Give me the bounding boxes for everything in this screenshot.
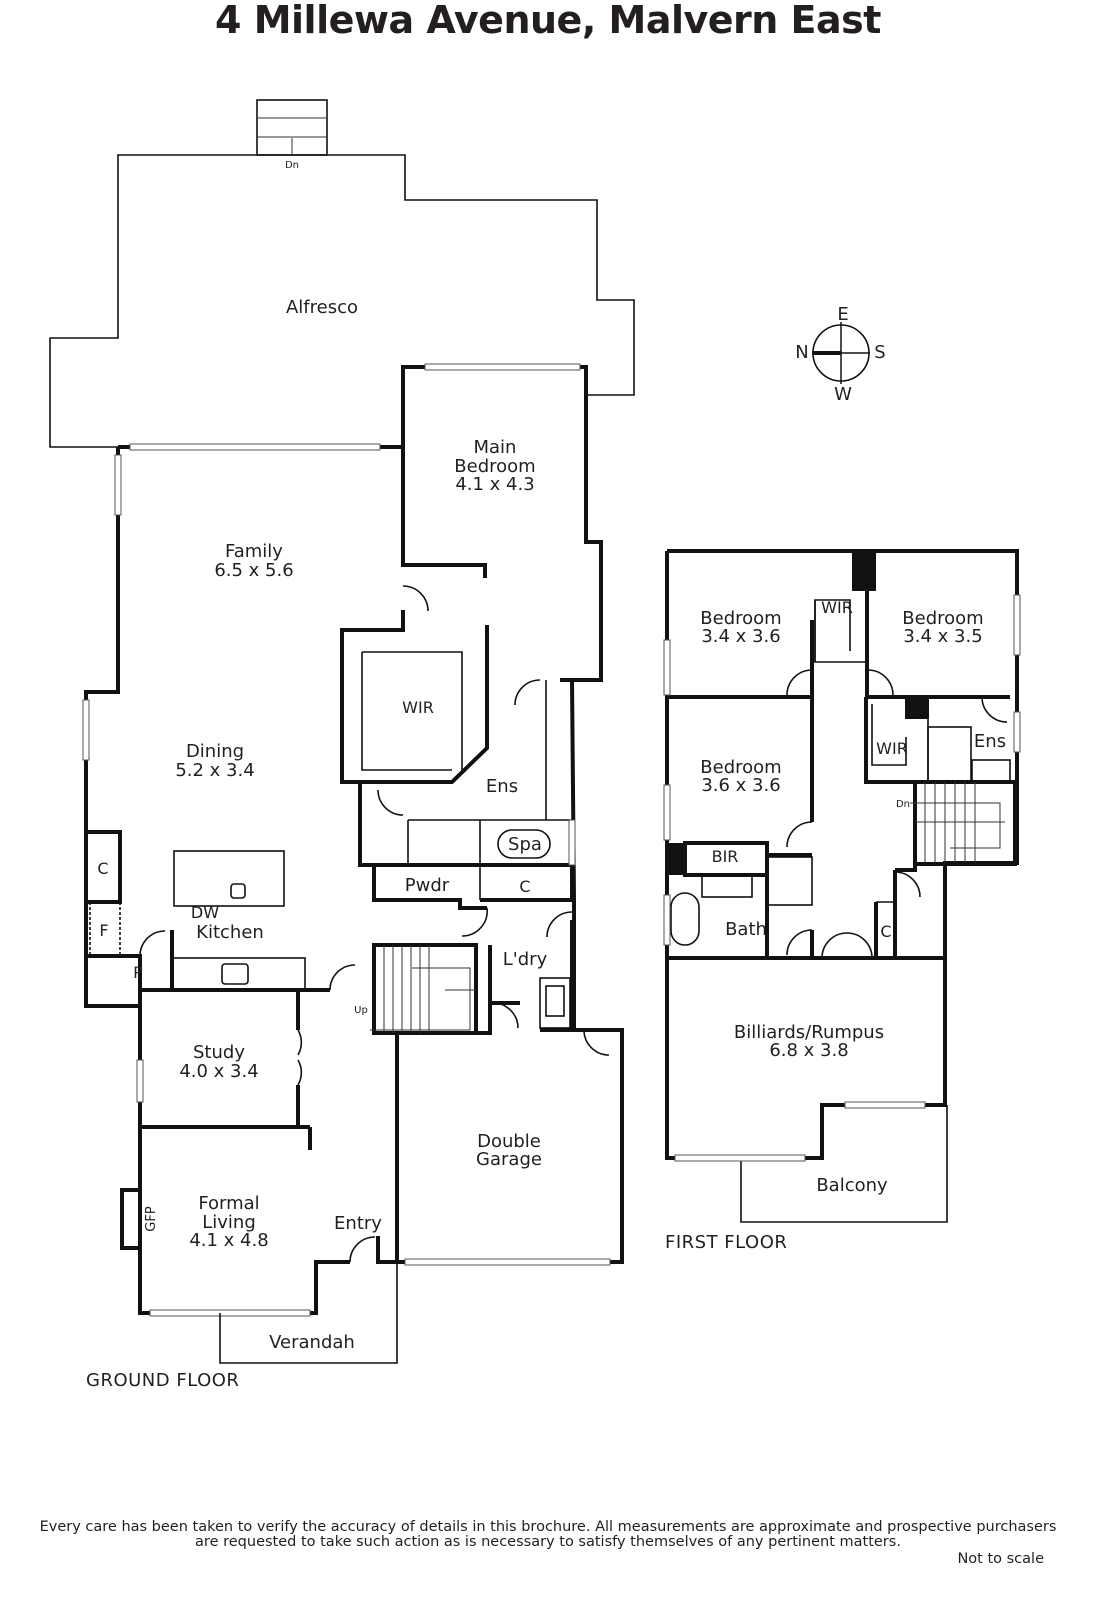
door-swings [139, 585, 610, 1263]
compass-west: W [834, 384, 852, 405]
alfresco-outline [49, 99, 635, 448]
first-floor-windows [663, 594, 1021, 1162]
room-double-garage-label: Garage [476, 1149, 542, 1170]
ground-floor-stairs [370, 943, 478, 1035]
room-family-dim: 6.5 x 5.6 [214, 560, 293, 581]
room-cupboard-first: C [880, 922, 891, 941]
room-bedroom-3-dim: 3.6 x 3.6 [701, 775, 780, 796]
stairs-dn-first-label: Dn [896, 799, 910, 810]
room-dining-dim: 5.2 x 3.4 [175, 760, 254, 781]
room-bedroom-1-dim: 3.4 x 3.6 [701, 626, 780, 647]
room-main-bedroom-label: Bedroom [454, 456, 535, 477]
room-wir: WIR [402, 698, 434, 717]
room-bedroom-1: Bedroom [700, 608, 781, 629]
compass-east: E [837, 304, 848, 325]
room-dining: Dining [186, 741, 244, 762]
room-billiards-rumpus-dim: 6.8 x 3.8 [769, 1040, 848, 1061]
room-cupboard-2: C [519, 877, 530, 896]
first-floor-walls [665, 549, 1019, 1223]
dishwasher-label: DW [191, 903, 219, 922]
room-pantry: P [133, 963, 143, 982]
windows [82, 363, 611, 1317]
room-double-garage: Double [477, 1131, 541, 1152]
room-balcony: Balcony [816, 1175, 888, 1196]
not-to-scale-note: Not to scale [957, 1551, 1044, 1567]
room-formal-living-dim: 4.1 x 4.8 [189, 1230, 268, 1251]
page-title: 4 Millewa Avenue, Malvern East [215, 0, 881, 42]
room-ens-first: Ens [974, 731, 1006, 752]
room-billiards-rumpus: Billiards/Rumpus [734, 1022, 884, 1043]
gas-fireplace-label: GFP [144, 1206, 159, 1232]
stairs-up-label: Up [354, 1005, 368, 1016]
room-main-bedroom-dim: 4.1 x 4.3 [455, 474, 534, 495]
compass-north: N [795, 342, 808, 363]
first-floor-doors [786, 669, 1008, 959]
room-study: Study [193, 1042, 245, 1063]
room-entry: Entry [334, 1213, 382, 1234]
first-floor-label: FIRST FLOOR [665, 1232, 787, 1253]
room-alfresco: Alfresco [286, 297, 358, 318]
room-bedroom-3: Bedroom [700, 757, 781, 778]
spa-icon [497, 829, 551, 859]
room-study-dim: 4.0 x 3.4 [179, 1061, 258, 1082]
first-floor-labels: Bedroom 3.4 x 3.6 WIR Bedroom 3.4 x 3.5 … [665, 598, 1006, 1253]
room-bedroom-2: Bedroom [902, 608, 983, 629]
room-wir-1: WIR [821, 598, 853, 617]
fridge-label: F [99, 921, 108, 940]
disclaimer-line-2: are requested to take such action as is … [195, 1534, 901, 1550]
room-family: Family [225, 541, 283, 562]
room-main-bedroom: Main [474, 437, 517, 458]
disclaimer: Every care has been taken to verify the … [0, 1520, 1096, 1550]
room-ens: Ens [486, 776, 518, 797]
compass-icon: E N S W [795, 304, 885, 405]
stairs-dn-label: Dn [285, 160, 299, 171]
verandah-outline [219, 1262, 398, 1364]
room-bedroom-2-dim: 3.4 x 3.5 [903, 626, 982, 647]
room-cupboard: C [97, 859, 108, 878]
room-powder: Pwdr [405, 875, 450, 896]
room-wir-2: WIR [876, 739, 908, 758]
room-kitchen: Kitchen [196, 922, 264, 943]
room-verandah: Verandah [269, 1332, 355, 1353]
ground-floor-label: GROUND FLOOR [86, 1370, 239, 1391]
room-bath: Bath [725, 919, 767, 940]
compass-south: S [874, 342, 885, 363]
ground-floor-labels: Alfresco Main Bedroom 4.1 x 4.3 Family 6… [86, 160, 551, 1391]
room-formal-living-label: Living [202, 1212, 256, 1233]
room-bir: BIR [712, 847, 739, 866]
room-formal-living: Formal [198, 1193, 259, 1214]
room-laundry: L'dry [503, 949, 548, 970]
room-spa: Spa [508, 834, 542, 855]
disclaimer-line-1: Every care has been taken to verify the … [39, 1519, 1057, 1535]
